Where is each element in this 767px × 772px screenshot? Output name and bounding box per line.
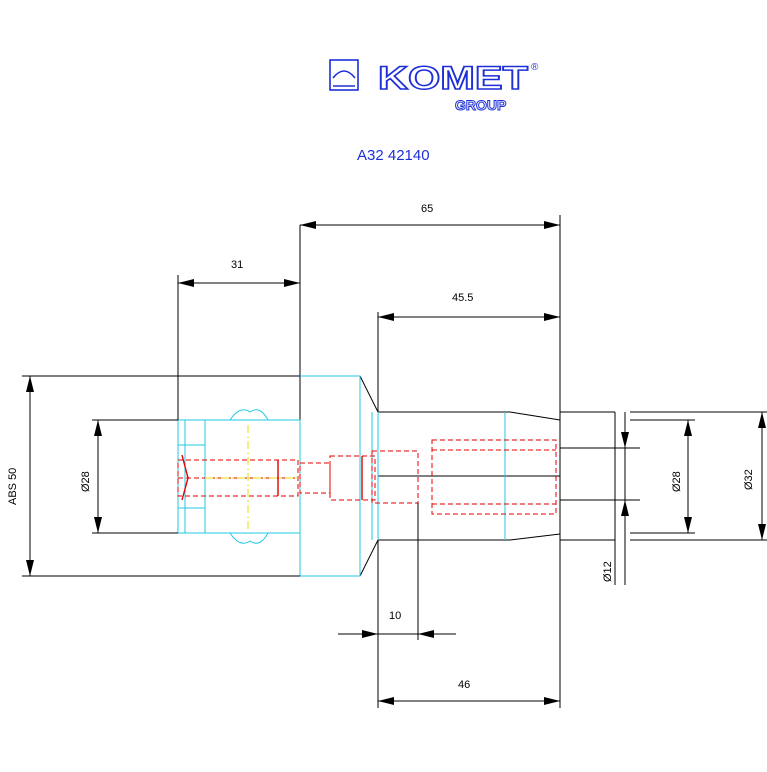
dim-abs50: ABS 50 <box>7 375 300 577</box>
brand-registered-mark: ® <box>531 62 539 73</box>
komet-logo: KOMET ® GROUP <box>329 59 539 114</box>
brand-sub: GROUP <box>455 97 506 113</box>
brand-name: KOMET <box>378 60 529 96</box>
dim-31: 31 <box>177 259 300 420</box>
dim-31-label: 31 <box>231 259 243 271</box>
dim-dia32: Ø32 <box>743 412 766 540</box>
dim-45-5: 45.5 <box>377 292 560 412</box>
dim-45-5-label: 45.5 <box>452 292 473 304</box>
dim-dia28-right-label: Ø28 <box>671 471 683 492</box>
dim-dia28-left-label: Ø28 <box>80 471 92 492</box>
dim-46: 46 <box>378 679 560 705</box>
dim-dia28-right: Ø28 <box>630 419 695 534</box>
tool-outline <box>299 225 767 585</box>
hidden-bores <box>177 439 557 515</box>
dim-10: 10 <box>338 503 456 708</box>
dim-46-label: 46 <box>458 679 470 691</box>
part-number: A32 42140 <box>357 147 430 164</box>
dim-abs50-label: ABS 50 <box>7 468 19 505</box>
dim-dia32-label: Ø32 <box>743 469 755 490</box>
centerlines <box>205 425 300 530</box>
dim-65: 65 <box>300 203 561 708</box>
dim-10-label: 10 <box>389 610 401 622</box>
dim-dia12: Ø12 <box>602 432 629 582</box>
dim-65-label: 65 <box>421 203 433 215</box>
dim-dia12-label: Ø12 <box>602 561 614 582</box>
dim-dia28-left: Ø28 <box>80 419 178 534</box>
komet-logo-mark-icon <box>329 59 359 91</box>
